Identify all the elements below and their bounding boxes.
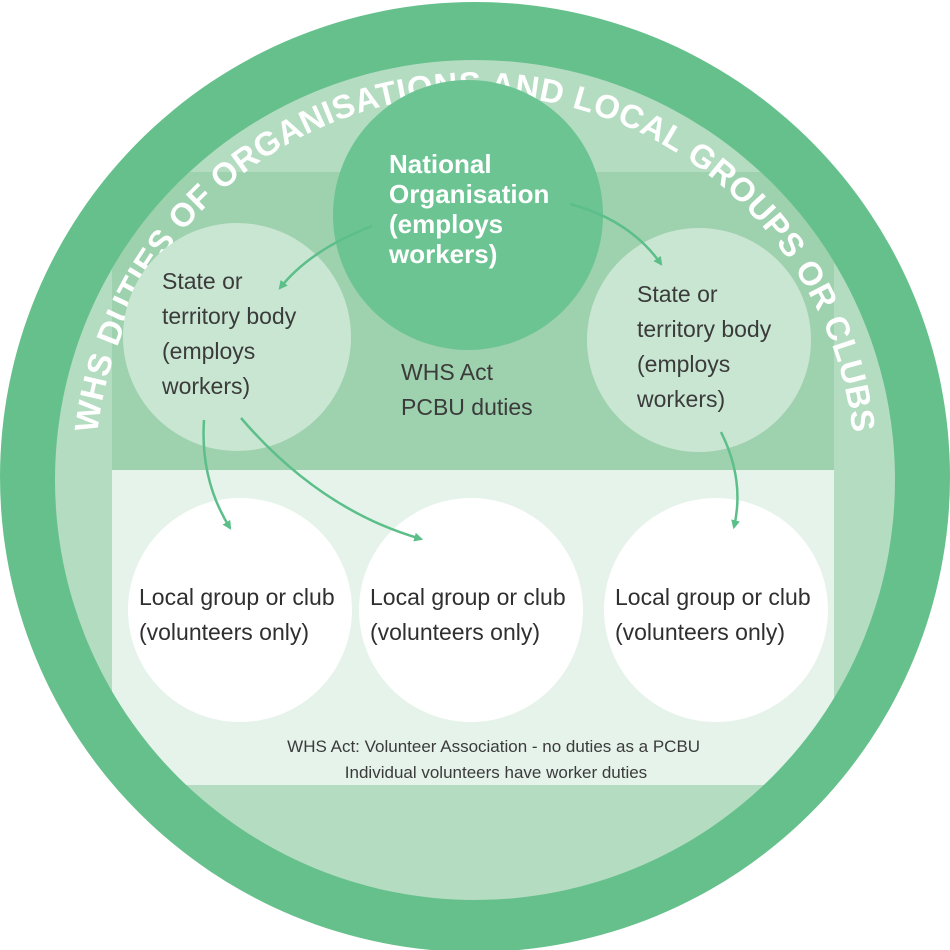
national-organisation-label: National Organisation (employs workers) (388, 149, 557, 269)
pcbu-duties-label: WHS Act PCBU duties (401, 359, 533, 420)
local-group-circle-3 (604, 498, 828, 722)
state-body-right-circle (587, 228, 811, 452)
local-group-circle-2 (359, 498, 583, 722)
state-right-line-3: (employs (637, 351, 730, 377)
arrow-national-to-state-right (569, 202, 663, 266)
national-organisation-circle (333, 80, 603, 350)
local-2-line-2: (volunteers only) (370, 619, 540, 645)
local-group-label-1: Local group or club (volunteers only) (139, 584, 341, 645)
pcbu-line-1: WHS Act (401, 359, 494, 385)
local-3-line-2: (volunteers only) (615, 619, 785, 645)
volunteer-association-note: WHS Act: Volunteer Association - no duti… (287, 737, 705, 782)
state-body-left-circle (123, 223, 351, 451)
local-2-line-1: Local group or club (370, 584, 566, 610)
national-line-1: National (389, 149, 492, 179)
arrow-state-right-to-local-3 (719, 431, 740, 530)
local-group-circle-1 (128, 498, 352, 722)
arrow-state-left-to-local-1 (202, 419, 232, 530)
national-line-4: workers) (388, 239, 497, 269)
local-1-line-1: Local group or club (139, 584, 335, 610)
national-line-2: Organisation (389, 179, 549, 209)
state-left-line-4: workers) (161, 373, 250, 399)
national-line-3: (employs (389, 209, 503, 239)
state-body-right-label: State or territory body (employs workers… (636, 281, 778, 412)
volunteer-note-line-2: Individual volunteers have worker duties (345, 763, 647, 782)
local-3-line-1: Local group or club (615, 584, 811, 610)
state-right-line-2: territory body (637, 316, 772, 342)
local-group-label-2: Local group or club (volunteers only) (370, 584, 572, 645)
state-right-line-1: State or (637, 281, 718, 307)
local-1-line-2: (volunteers only) (139, 619, 309, 645)
state-left-line-1: State or (162, 268, 243, 294)
state-right-line-4: workers) (636, 386, 725, 412)
state-left-line-2: territory body (162, 303, 297, 329)
state-body-left-label: State or territory body (employs workers… (161, 268, 303, 399)
pcbu-line-2: PCBU duties (401, 394, 533, 420)
local-group-label-3: Local group or club (volunteers only) (615, 584, 817, 645)
arrow-state-left-to-local-2 (240, 417, 424, 542)
arrow-national-to-state-left (278, 224, 373, 290)
state-left-line-3: (employs (162, 338, 255, 364)
volunteer-note-line-1: WHS Act: Volunteer Association - no duti… (287, 737, 700, 756)
